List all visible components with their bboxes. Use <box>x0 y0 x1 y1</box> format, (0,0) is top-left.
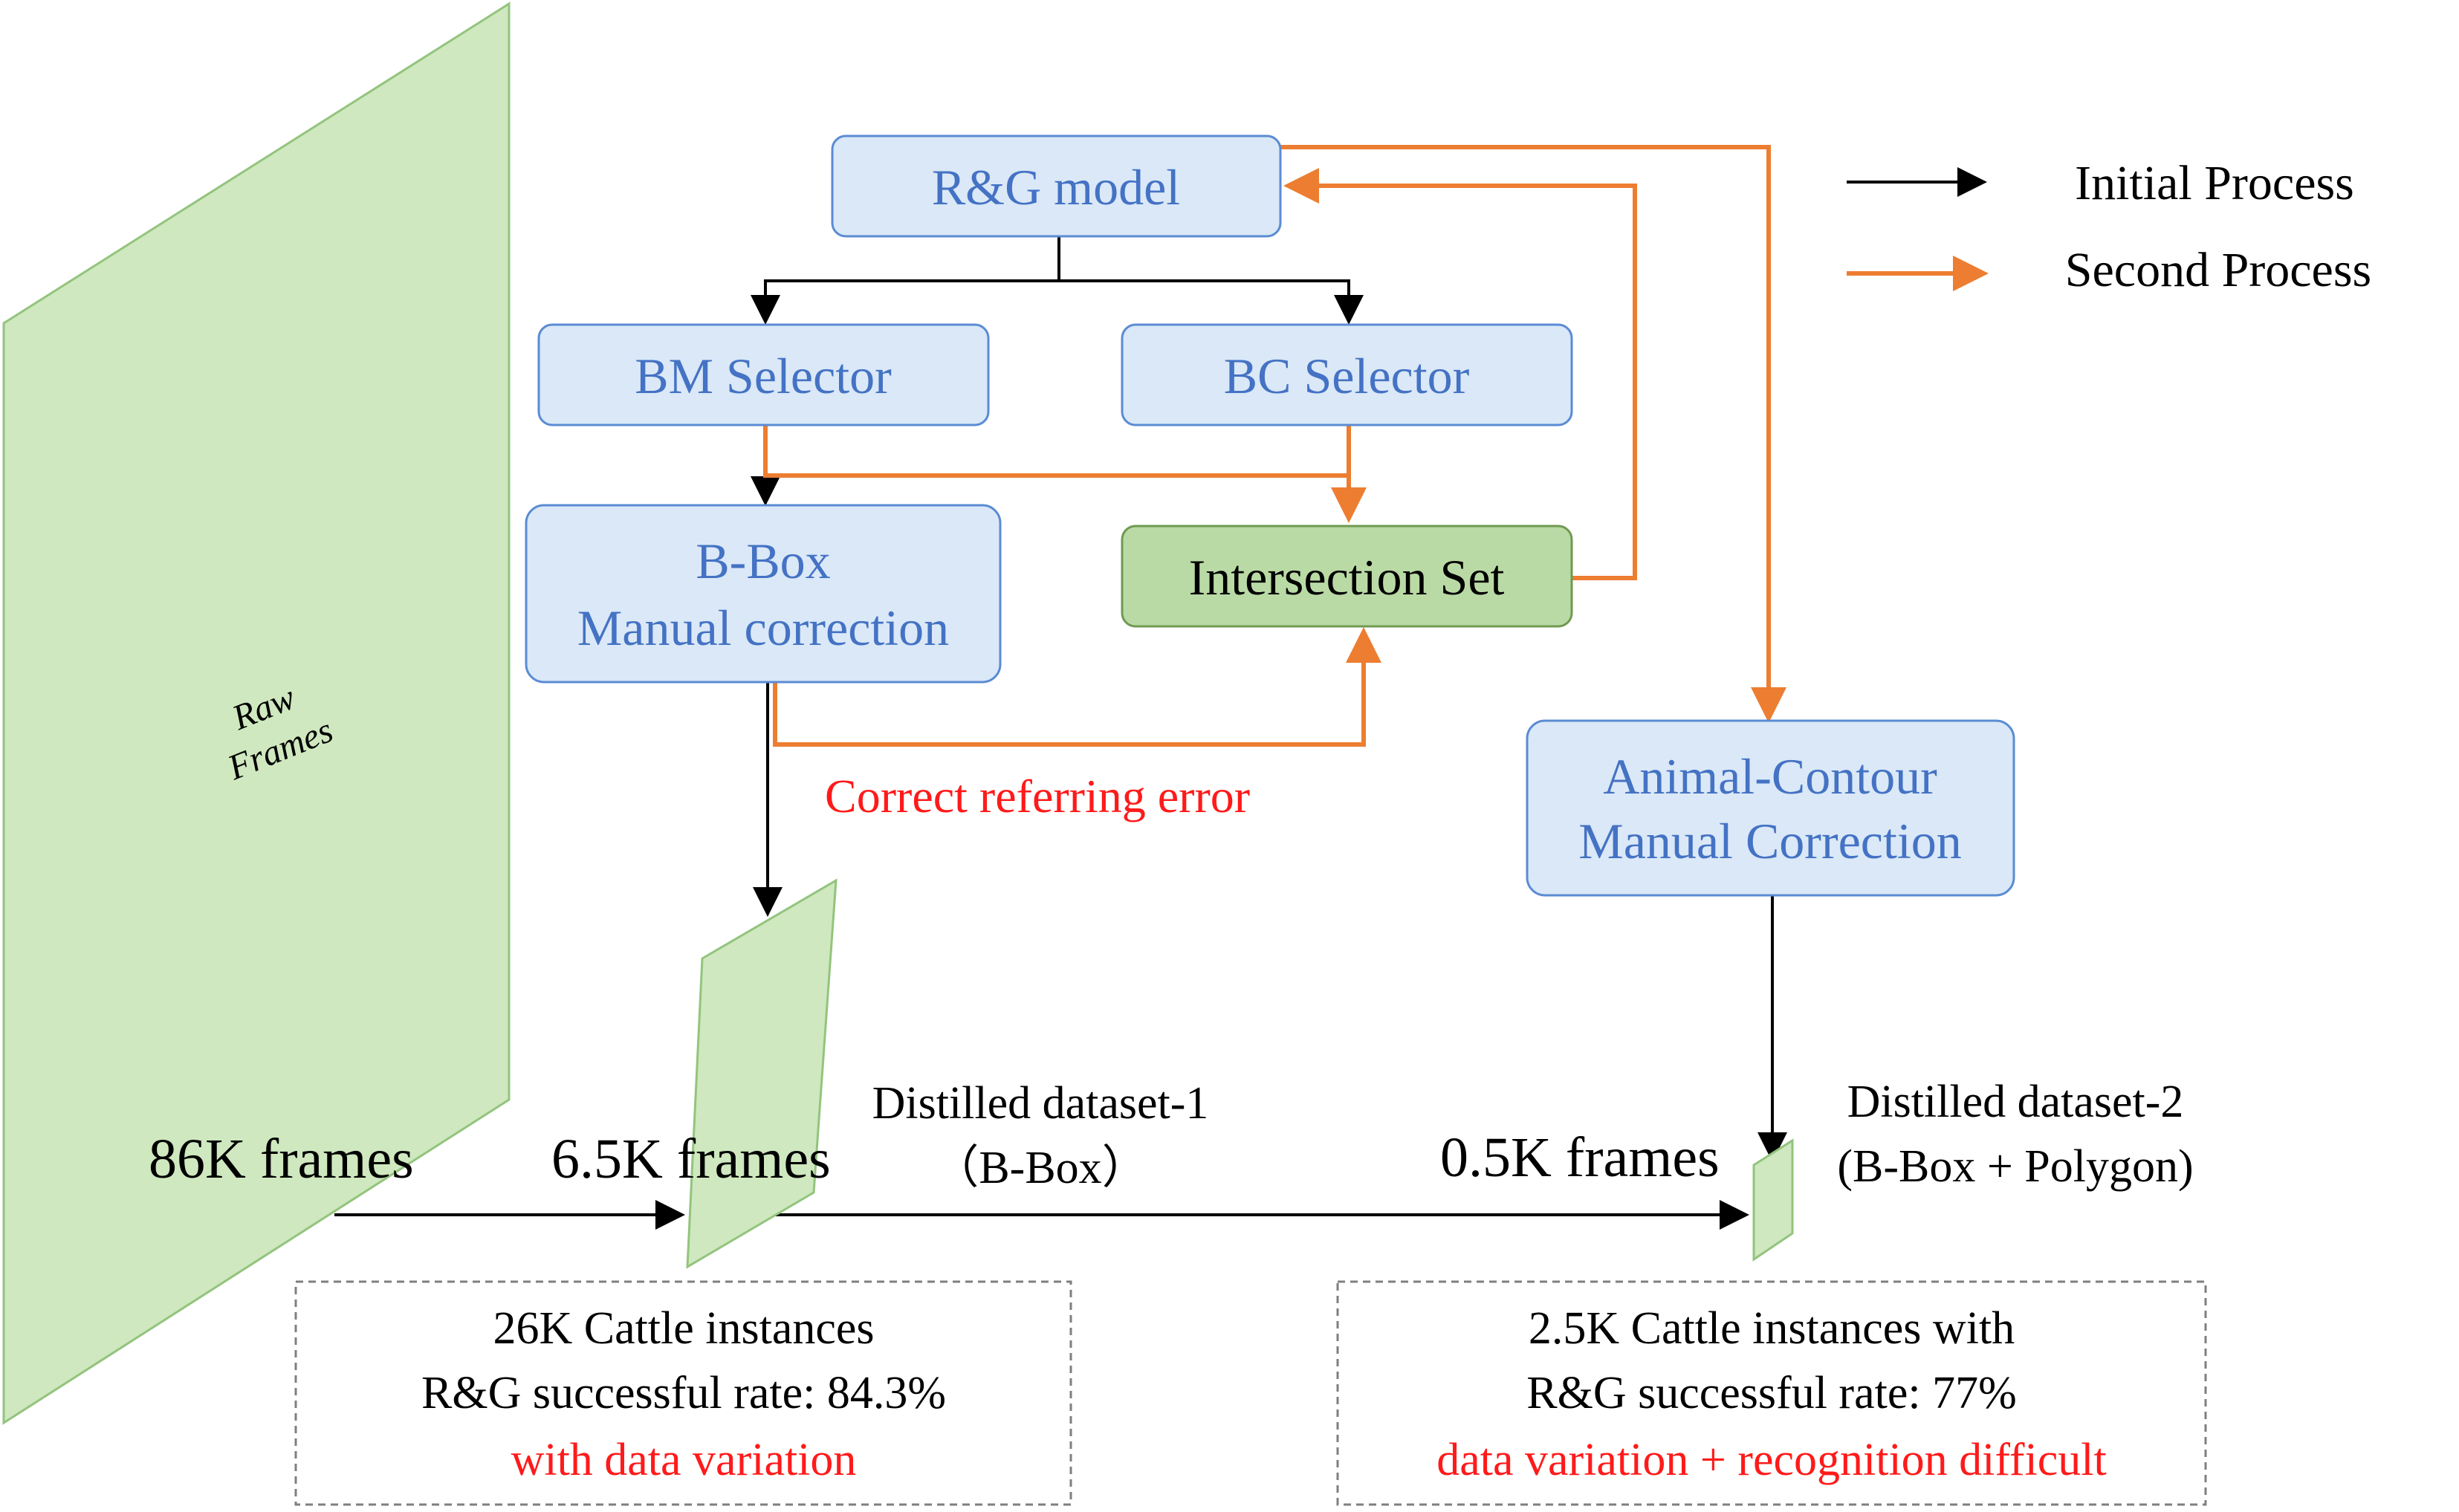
bbox-correction-line1: B-Box <box>696 533 830 589</box>
arrow-rg-to-bm <box>751 236 1060 325</box>
info-box-1 <box>294 1280 1072 1506</box>
bbox-correction-node <box>525 504 1002 684</box>
contour-correction-node <box>1526 719 2015 897</box>
bc-selector-label: BC Selector <box>1224 348 1470 404</box>
dataset2-subtitle: (B-Box + Polygon) <box>1837 1141 2193 1192</box>
orange-intersection-to-rg <box>1283 168 1637 580</box>
raw-frame-count: 86K frames <box>149 1128 414 1190</box>
arrow-rg-to-bc <box>1059 279 1364 325</box>
legend-initial-label: Initial Process <box>2075 156 2354 210</box>
orange-bm-merge <box>763 425 1349 478</box>
info-box-2-line1: 2.5K Cattle instances with <box>1529 1303 2015 1354</box>
rg-model-node <box>831 134 1282 238</box>
dataset2-title: Distilled dataset-2 <box>1847 1077 2184 1127</box>
intersection-set-node <box>1121 525 1573 628</box>
bm-selector-label: BM Selector <box>635 348 892 404</box>
intersection-set-label: Intersection Set <box>1189 549 1505 606</box>
info-box-1-line3: with data variation <box>511 1435 857 1485</box>
dataset1-frame-count: 6.5K frames <box>551 1128 831 1190</box>
bm-selector-node <box>537 323 990 426</box>
info-box-1-line2: R&G successful rate: 84.3% <box>421 1368 946 1418</box>
dataset2-shape <box>1752 1138 1794 1262</box>
info-box-1-line1: 26K Cattle instances <box>493 1303 874 1354</box>
dataset1-subtitle: （B-Box） <box>933 1143 1147 1193</box>
contour-correction-line1: Animal-Contour <box>1603 748 1937 805</box>
rg-model-label: R&G model <box>932 159 1180 215</box>
bbox-correction-line2: Manual correction <box>577 600 949 656</box>
info-box-2-line3: data variation + recognition difficult <box>1436 1435 2107 1485</box>
bc-selector-node <box>1121 323 1573 426</box>
dataset1-title: Distilled dataset-1 <box>872 1078 1209 1129</box>
orange-rg-to-contour <box>1280 145 1786 723</box>
info-box-2-line2: R&G successful rate: 77% <box>1526 1368 2016 1418</box>
contour-correction-line2: Manual Correction <box>1578 813 1962 869</box>
orange-bbox-to-intersection <box>773 627 1381 747</box>
raw-frames-shape <box>2 1 511 1425</box>
dataset2-frame-count: 0.5K frames <box>1440 1126 1720 1189</box>
dataset1-shape <box>686 878 838 1269</box>
legend-second-label: Second Process <box>2065 243 2371 297</box>
correct-referring-error-label: Correct referring error <box>825 770 1250 822</box>
info-box-2 <box>1336 1280 2207 1506</box>
